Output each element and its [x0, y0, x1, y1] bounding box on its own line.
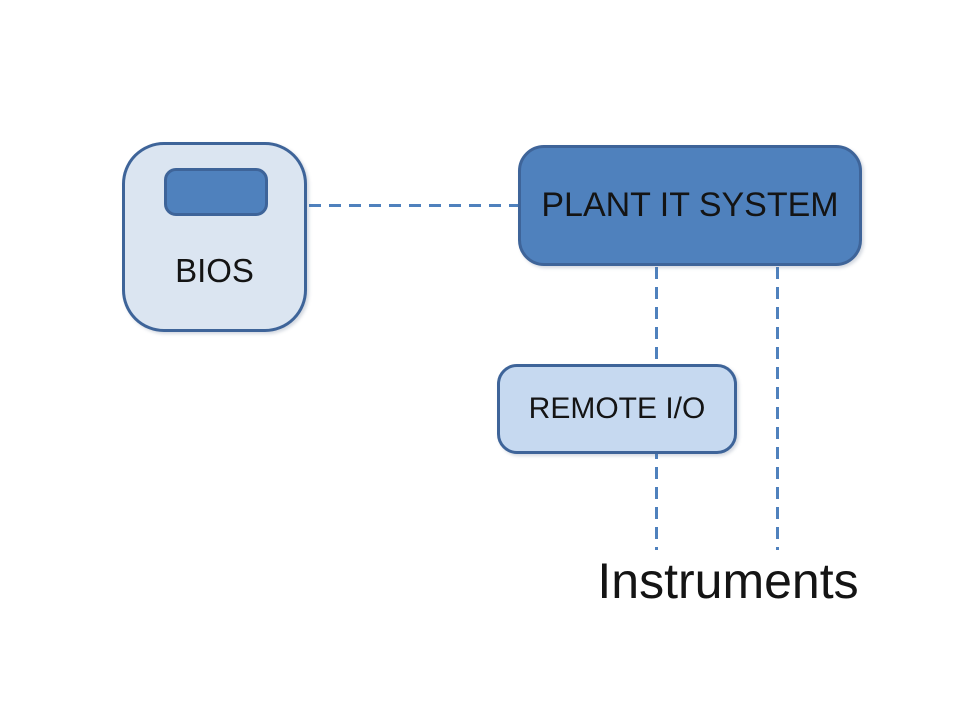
- plant-it-system-node[interactable]: PLANT IT SYSTEM: [518, 145, 862, 266]
- bios-chip-shape: [164, 168, 268, 216]
- plant-it-system-node-label: PLANT IT SYSTEM: [541, 186, 839, 224]
- bios-node[interactable]: BIOS: [122, 142, 307, 332]
- bios-node-label: BIOS: [175, 252, 254, 289]
- connector-plant-it-system-to-instruments: [776, 267, 779, 550]
- instruments-label: Instruments: [597, 553, 859, 609]
- remote-io-node-label: REMOTE I/O: [528, 392, 706, 425]
- remote-io-node[interactable]: REMOTE I/O: [497, 364, 737, 454]
- connector-bios-to-plant-it-system: [309, 204, 518, 207]
